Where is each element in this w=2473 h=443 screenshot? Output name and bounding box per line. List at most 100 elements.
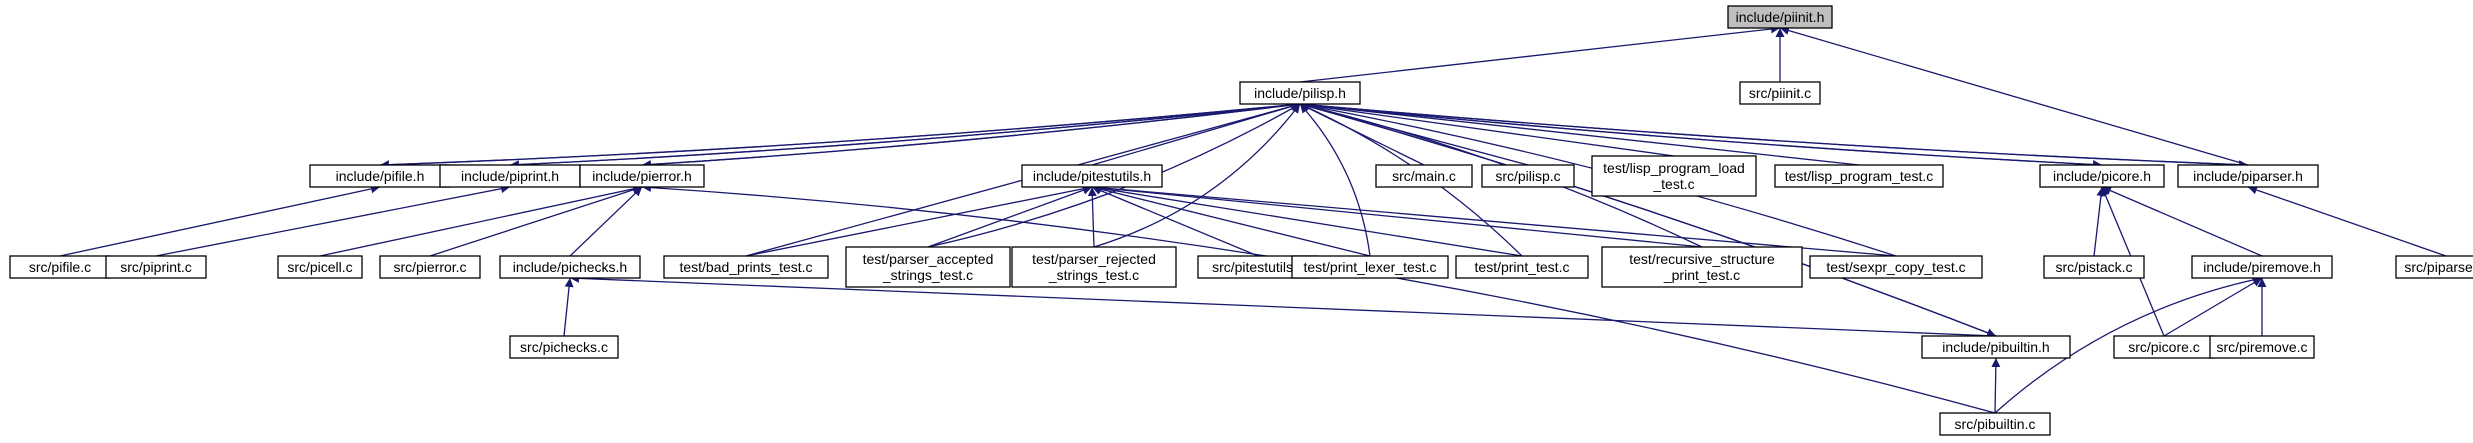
node-pichecks-h[interactable]: include/pichecks.h (499, 255, 641, 279)
node-box (1011, 246, 1177, 288)
node-label: src/pibuiltin.c (1955, 416, 2036, 432)
node-label: src/piremove.c (2216, 339, 2307, 355)
node-box (1739, 81, 1821, 105)
node-box (1727, 5, 1833, 29)
node-label: _strings_test.c (882, 267, 973, 283)
node-parser-rejected-c[interactable]: test/parser_rejected_strings_test.c (1011, 246, 1177, 288)
edge-pibuiltin_c-to-piremove_h (1994, 275, 2263, 414)
node-label: include/piremove.h (2203, 259, 2321, 275)
node-box (1021, 164, 1163, 188)
node-box (1774, 164, 1944, 188)
node-piremove-c[interactable]: src/piremove.c (2209, 335, 2315, 359)
node-pitestutils-h[interactable]: include/pitestutils.h (1021, 164, 1163, 188)
node-picell-c[interactable]: src/picell.c (277, 255, 363, 279)
edge-pilisp_h-to-picore_h (1299, 103, 2103, 170)
node-box (1481, 164, 1575, 188)
edge-pibuiltin_h-to-pichecks_h (569, 273, 1997, 337)
edge-piremove_h-to-picore_h (2101, 186, 2263, 257)
node-box (1921, 335, 2071, 359)
node-box (509, 335, 619, 359)
node-box (663, 255, 829, 279)
node-label: test/bad_prints_test.c (679, 259, 812, 275)
node-box (2395, 255, 2473, 279)
edge-bad_prints_test_c-to-pitestutils_h (745, 184, 1093, 257)
edge-pitestutils_c-to-pitestutils_h (1091, 186, 1259, 257)
node-pierror-h[interactable]: include/pierror.h (579, 164, 705, 188)
node-layer: include/piinit.h include/pilisp.h src/piin… (9, 5, 2473, 436)
node-lisp-program-load-test-c[interactable]: test/lisp_program_load_test.c (1591, 155, 1757, 197)
node-label: include/picore.h (2053, 168, 2151, 184)
edge-print_test_c-to-pitestutils_h (1091, 183, 1523, 257)
edge-pilisp_h-to-piprint_h (509, 103, 1301, 170)
node-pilisp-h[interactable]: include/pilisp.h (1239, 81, 1361, 105)
node-label: include/pierror.h (592, 168, 692, 184)
edge-parser_accepted_c-to-pitestutils_h (927, 185, 1093, 248)
node-label: src/pierror.c (393, 259, 466, 275)
node-piparser-h[interactable]: include/piparser.h (2177, 164, 2319, 188)
edge-picore_c-to-piremove_h (2163, 277, 2263, 337)
node-bad-prints-test-c[interactable]: test/bad_prints_test.c (663, 255, 829, 279)
node-pibuiltin-h[interactable]: include/pibuiltin.h (1921, 335, 2071, 359)
node-pierror-c[interactable]: src/pierror.c (379, 255, 481, 279)
node-box (845, 246, 1011, 288)
node-piremove-h[interactable]: include/piremove.h (2191, 255, 2333, 279)
node-label: test/parser_rejected (1032, 251, 1156, 267)
edge-pibuiltin_h-to-pilisp_h (1299, 102, 1997, 337)
node-lisp-program-test-c[interactable]: test/lisp_program_test.c (1774, 164, 1944, 188)
node-label: include/pilisp.h (1254, 85, 1346, 101)
node-pifile-h[interactable]: include/pifile.h (309, 164, 451, 188)
node-label: src/pifile.c (29, 259, 91, 275)
node-label: test/sexpr_copy_test.c (1826, 259, 1965, 275)
node-box (277, 255, 363, 279)
edge-layer (59, 24, 2447, 414)
node-box (2209, 335, 2315, 359)
node-label: test/print_lexer_test.c (1303, 259, 1436, 275)
node-piprint-h[interactable]: include/piprint.h (439, 164, 581, 188)
node-label: test/recursive_structure (1629, 251, 1775, 267)
node-pitestutils-c[interactable]: src/pitestutils.c (1197, 255, 1319, 279)
node-label: src/pilisp.c (1495, 168, 1560, 184)
node-pifile-c[interactable]: src/pifile.c (9, 255, 111, 279)
edge-pilisp_h-to-pibuiltin_h (1299, 103, 1997, 337)
node-recursive-structure-c[interactable]: test/recursive_structure_print_test.c (1601, 246, 1803, 288)
node-picore-h[interactable]: include/picore.h (2039, 164, 2165, 188)
node-label: _print_test.c (1663, 267, 1740, 283)
edge-print_lexer_test_c-to-pilisp_h (1299, 103, 1371, 257)
node-pistack-c[interactable]: src/pistack.c (2043, 255, 2145, 279)
node-pichecks-c[interactable]: src/pichecks.c (509, 335, 619, 359)
node-label: include/piparser.h (2193, 168, 2303, 184)
node-box (2177, 164, 2319, 188)
node-label: test/parser_accepted (863, 251, 994, 267)
edge-pibuiltin_c-to-pierror_h (641, 183, 1996, 414)
node-pibuiltin-c[interactable]: src/pibuiltin.c (1939, 412, 2051, 436)
edge-pilisp_h-to-pierror_h (641, 103, 1301, 169)
node-box (1601, 246, 1803, 288)
node-label: src/picell.c (287, 259, 352, 275)
node-piinit-c[interactable]: src/piinit.c (1739, 81, 1821, 105)
node-piprint-c[interactable]: src/piprint.c (105, 255, 207, 279)
edge-piparser_h-to-piinit_h (1779, 26, 2249, 166)
node-box (1291, 255, 1449, 279)
node-box (1375, 164, 1473, 188)
node-print-lexer-test-c[interactable]: test/print_lexer_test.c (1291, 255, 1449, 279)
node-sexpr-copy-test-c[interactable]: test/sexpr_copy_test.c (1809, 255, 1983, 279)
node-picore-c[interactable]: src/picore.c (2113, 335, 2215, 359)
node-box (1591, 155, 1757, 197)
edge-lisp_program_test_c-to-pilisp_h (1299, 100, 1860, 166)
node-label: _test.c (1652, 176, 1694, 192)
node-piinit-h[interactable]: include/piinit.h (1727, 5, 1833, 29)
node-box (1239, 81, 1361, 105)
node-box (1939, 412, 2051, 436)
edge-pifile_c-to-pifile_h (59, 184, 381, 257)
edge-parser_rejected_c-to-pitestutils_h (1087, 186, 1097, 248)
node-main-c[interactable]: src/main.c (1375, 164, 1473, 188)
node-piparser-c[interactable]: src/piparser.c (2395, 255, 2473, 279)
edge-parser_rejected_c-to-pilisp_h (1093, 103, 1301, 248)
edge-pilisp_h-to-piinit_h (1299, 24, 1781, 83)
node-parser-accepted-c[interactable]: test/parser_accepted_strings_test.c (845, 246, 1011, 288)
node-print-test-c[interactable]: test/print_test.c (1455, 255, 1589, 279)
node-label: src/main.c (1392, 168, 1456, 184)
node-box (579, 164, 705, 188)
node-pilisp-c[interactable]: src/pilisp.c (1481, 164, 1575, 188)
